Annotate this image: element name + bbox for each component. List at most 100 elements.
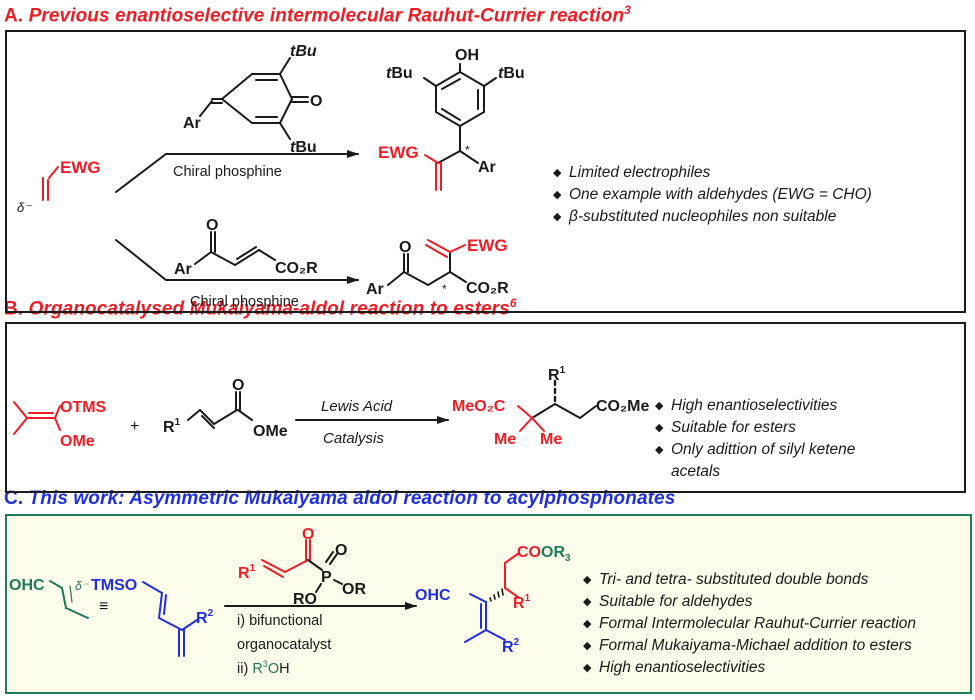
condition-line-3: ii) R3OH [237, 659, 290, 677]
lower-product-oxo-label: O [399, 239, 411, 256]
acylphosphonate-reagent [261, 539, 311, 578]
diester-gem-dimethyl [517, 405, 545, 432]
bullet-item: ◆Formal Intermolecular Rauhut-Currier re… [583, 613, 916, 635]
diamond-bullet-icon: ◆ [553, 211, 562, 223]
section-b-title: B. Organocatalysed Mukaiyama-aldol react… [4, 296, 517, 320]
lower-reaction-arrow [115, 239, 359, 284]
synthon-delta-label: δ⁻ [75, 579, 90, 593]
product-coor3-label: COOR3 [517, 544, 571, 564]
diamond-bullet-icon: ◆ [655, 422, 664, 434]
section-c-title-text: This work: Asymmetric Mukaiyama aldol re… [28, 488, 676, 509]
section-b-ref: 6 [509, 296, 517, 310]
silyl-ketene-acetal [13, 401, 61, 435]
enone-ester-label: CO₂R [275, 260, 318, 277]
upper-reaction-arrow [115, 150, 359, 193]
silyl-dienol-ether [142, 581, 198, 657]
quinone-methide-reagent [199, 57, 309, 140]
lewis-acid-label: Lewis Acid [321, 398, 393, 415]
lower-product-ester-label: CO₂R [466, 280, 509, 297]
lower-product-vinyl [425, 239, 466, 258]
diamond-bullet-icon: ◆ [583, 618, 592, 630]
product-ohc-label: OHC [415, 587, 451, 604]
lower-product [387, 251, 467, 286]
phosphorus-label: P [321, 569, 332, 586]
tmso-label: TMSO [91, 577, 137, 594]
enone-ar-label: Ar [174, 261, 192, 278]
diamond-bullet-icon: ◆ [553, 167, 562, 179]
methyl-acrylate [187, 391, 253, 429]
product-vinyl-ewg [424, 154, 442, 191]
section-a-bullets: ◆Limited electrophiles ◆One example with… [553, 162, 872, 228]
bullet-item: ◆Limited electrophiles [553, 162, 872, 184]
stereo-star: * [465, 143, 470, 157]
section-b-bullets: ◆High enantioselectivities ◆Suitable for… [655, 395, 871, 483]
bullet-item: ◆Only adittion of silyl ketene acetals [655, 441, 856, 480]
section-a-letter: A. [4, 5, 24, 27]
ewg-label: EWG [60, 158, 101, 177]
product-ar-label: Ar [478, 159, 496, 176]
diamond-bullet-icon: ◆ [583, 640, 592, 652]
vinyl-ewg-nucleophile [42, 166, 59, 201]
product-ewg-label: EWG [378, 143, 419, 162]
plus-sign: + [130, 418, 139, 435]
section-a-title-text: Previous enantioselective intermolecular… [28, 5, 625, 27]
tbu-right-label: tBu [498, 65, 525, 82]
or-label: OR [342, 581, 366, 598]
oh-label: OH [455, 47, 479, 64]
section-b-scheme: OTMS OMe + R1 O OMe Lewis Acid Catalysis [13, 365, 649, 450]
product-r1-label: R1 [548, 365, 566, 384]
phenol-product [423, 63, 497, 164]
lower-product-ewg-label: EWG [467, 236, 508, 255]
ro-label: RO [293, 591, 317, 608]
section-a-scheme: δ⁻ EWG Chiral phosphine tBu O Ar tBu [17, 43, 525, 310]
diamond-bullet-icon: ◆ [553, 189, 562, 201]
me2-label: Me [540, 431, 562, 448]
tbu-top-label: tBu [290, 43, 317, 60]
ohc-synthon-label: OHC [9, 577, 45, 594]
bullet-item: ◆Suitable for esters [655, 417, 871, 439]
diamond-bullet-icon: ◆ [655, 400, 664, 412]
bullet-item: ◆One example with aldehydes (EWG = CHO) [553, 184, 872, 206]
diamond-bullet-icon: ◆ [583, 662, 592, 674]
diamond-bullet-icon: ◆ [583, 596, 592, 608]
section-c-title: C. This work: Asymmetric Mukaiyama aldol… [4, 488, 675, 510]
lower-stereo-star: * [442, 282, 447, 296]
condition-line-2: organocatalyst [237, 637, 331, 653]
upper-condition-label: Chiral phosphine [173, 164, 282, 180]
c-product-red [504, 552, 520, 598]
acrylate-oxo-label: O [232, 377, 244, 394]
bullet-item: ◆β-substituted nucleophiles non suitable [553, 206, 872, 228]
diamond-bullet-icon: ◆ [655, 444, 664, 456]
tbu-left-label: tBu [386, 65, 413, 82]
product-r2-label: R2 [502, 637, 520, 656]
catalysis-label: Catalysis [323, 430, 384, 447]
diester-product [531, 379, 597, 419]
oxo-label: O [310, 93, 322, 110]
acrylate-ome-label: OMe [253, 423, 288, 440]
diene-r2-label: R2 [196, 608, 214, 627]
bullet-item: ◆Formal Mukaiyama-Michael addition to es… [583, 635, 916, 657]
section-c-letter: C. [4, 488, 24, 509]
bullet-item: ◆Suitable for aldehydes [583, 591, 916, 613]
equivalence-sign: ≡ [99, 598, 108, 615]
c-product-blue [464, 593, 506, 643]
tbu-bottom-label: tBu [290, 139, 317, 156]
section-c-box [5, 514, 972, 694]
co2me-label: CO₂Me [596, 398, 649, 415]
r1-label: R1 [163, 417, 181, 436]
lower-condition-label: Chiral phosphine [190, 294, 299, 310]
section-a-title: A. Previous enantioselective intermolecu… [4, 3, 631, 27]
section-a-ref: 3 [624, 3, 631, 17]
bullet-item: ◆High enantioselectivities [655, 395, 871, 417]
delta-minus-label: δ⁻ [17, 200, 32, 215]
section-c-bullets: ◆Tri- and tetra- substituted double bond… [583, 569, 916, 679]
diamond-bullet-icon: ◆ [583, 574, 592, 586]
enone-ester-reagent [194, 231, 276, 266]
p-oxo-label: O [335, 542, 347, 559]
section-b-box [5, 322, 966, 493]
section-c-scheme: OHC δ⁻ ≡ TMSO R2 R1 [9, 526, 571, 677]
condition-line-1: i) bifunctional [237, 613, 322, 629]
product-r1-label: R1 [513, 593, 531, 612]
lower-product-ar-label: Ar [366, 281, 384, 298]
